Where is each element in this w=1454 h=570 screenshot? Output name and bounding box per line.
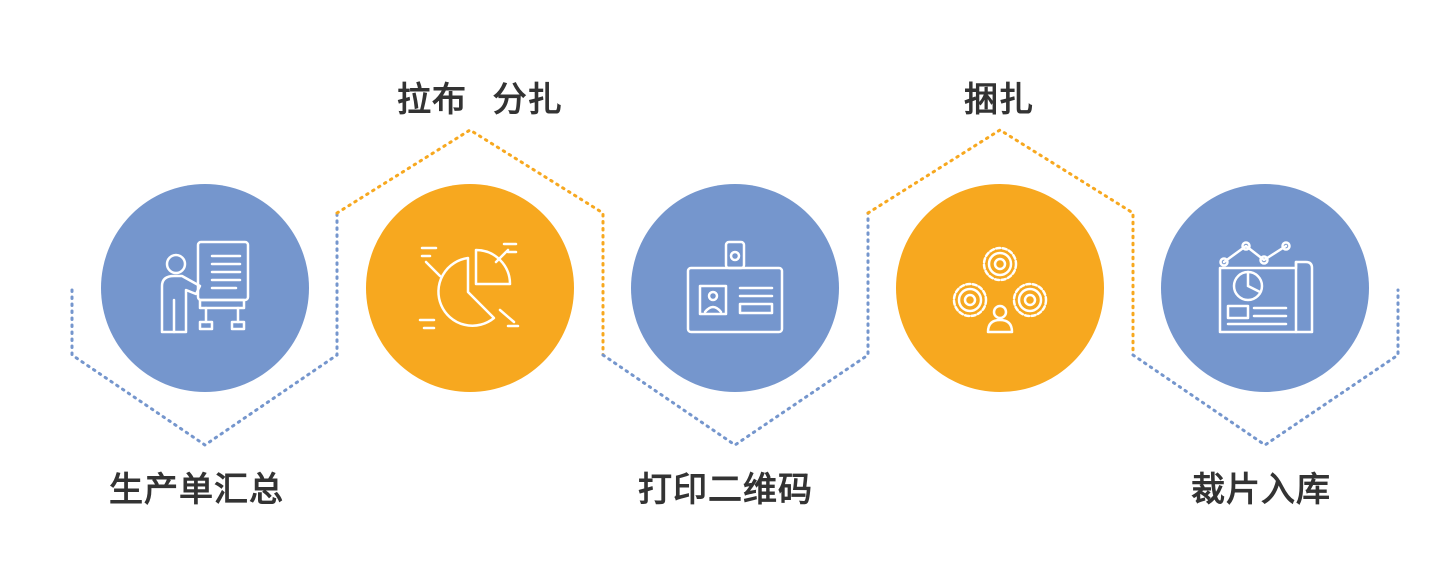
step-3-circle <box>631 184 839 392</box>
step-3-dotted-outline <box>601 211 870 447</box>
step-4-dotted-outline <box>866 128 1135 357</box>
step-5-circle <box>1161 184 1369 392</box>
step-2-dotted-outline <box>335 128 605 357</box>
step-4-label: 捆扎 <box>964 80 1034 120</box>
step-2-label: 拉布 分扎 <box>397 80 563 120</box>
step-1-label: 生产单汇总 <box>109 470 284 510</box>
pie-chart-icon <box>418 242 520 330</box>
step-5-label: 裁片入库 <box>1191 470 1331 510</box>
id-card-icon <box>686 240 784 334</box>
report-chart-icon <box>1218 241 1314 334</box>
step-2-circle <box>366 184 574 392</box>
gears-person-icon <box>952 246 1048 334</box>
presentation-board-icon <box>160 240 250 334</box>
step-1-dotted-outline <box>70 211 339 447</box>
step-4-circle <box>896 184 1104 392</box>
step-3-label: 打印二维码 <box>638 470 813 510</box>
step-1-circle <box>101 184 309 392</box>
step-5-dotted-outline <box>1131 288 1400 447</box>
